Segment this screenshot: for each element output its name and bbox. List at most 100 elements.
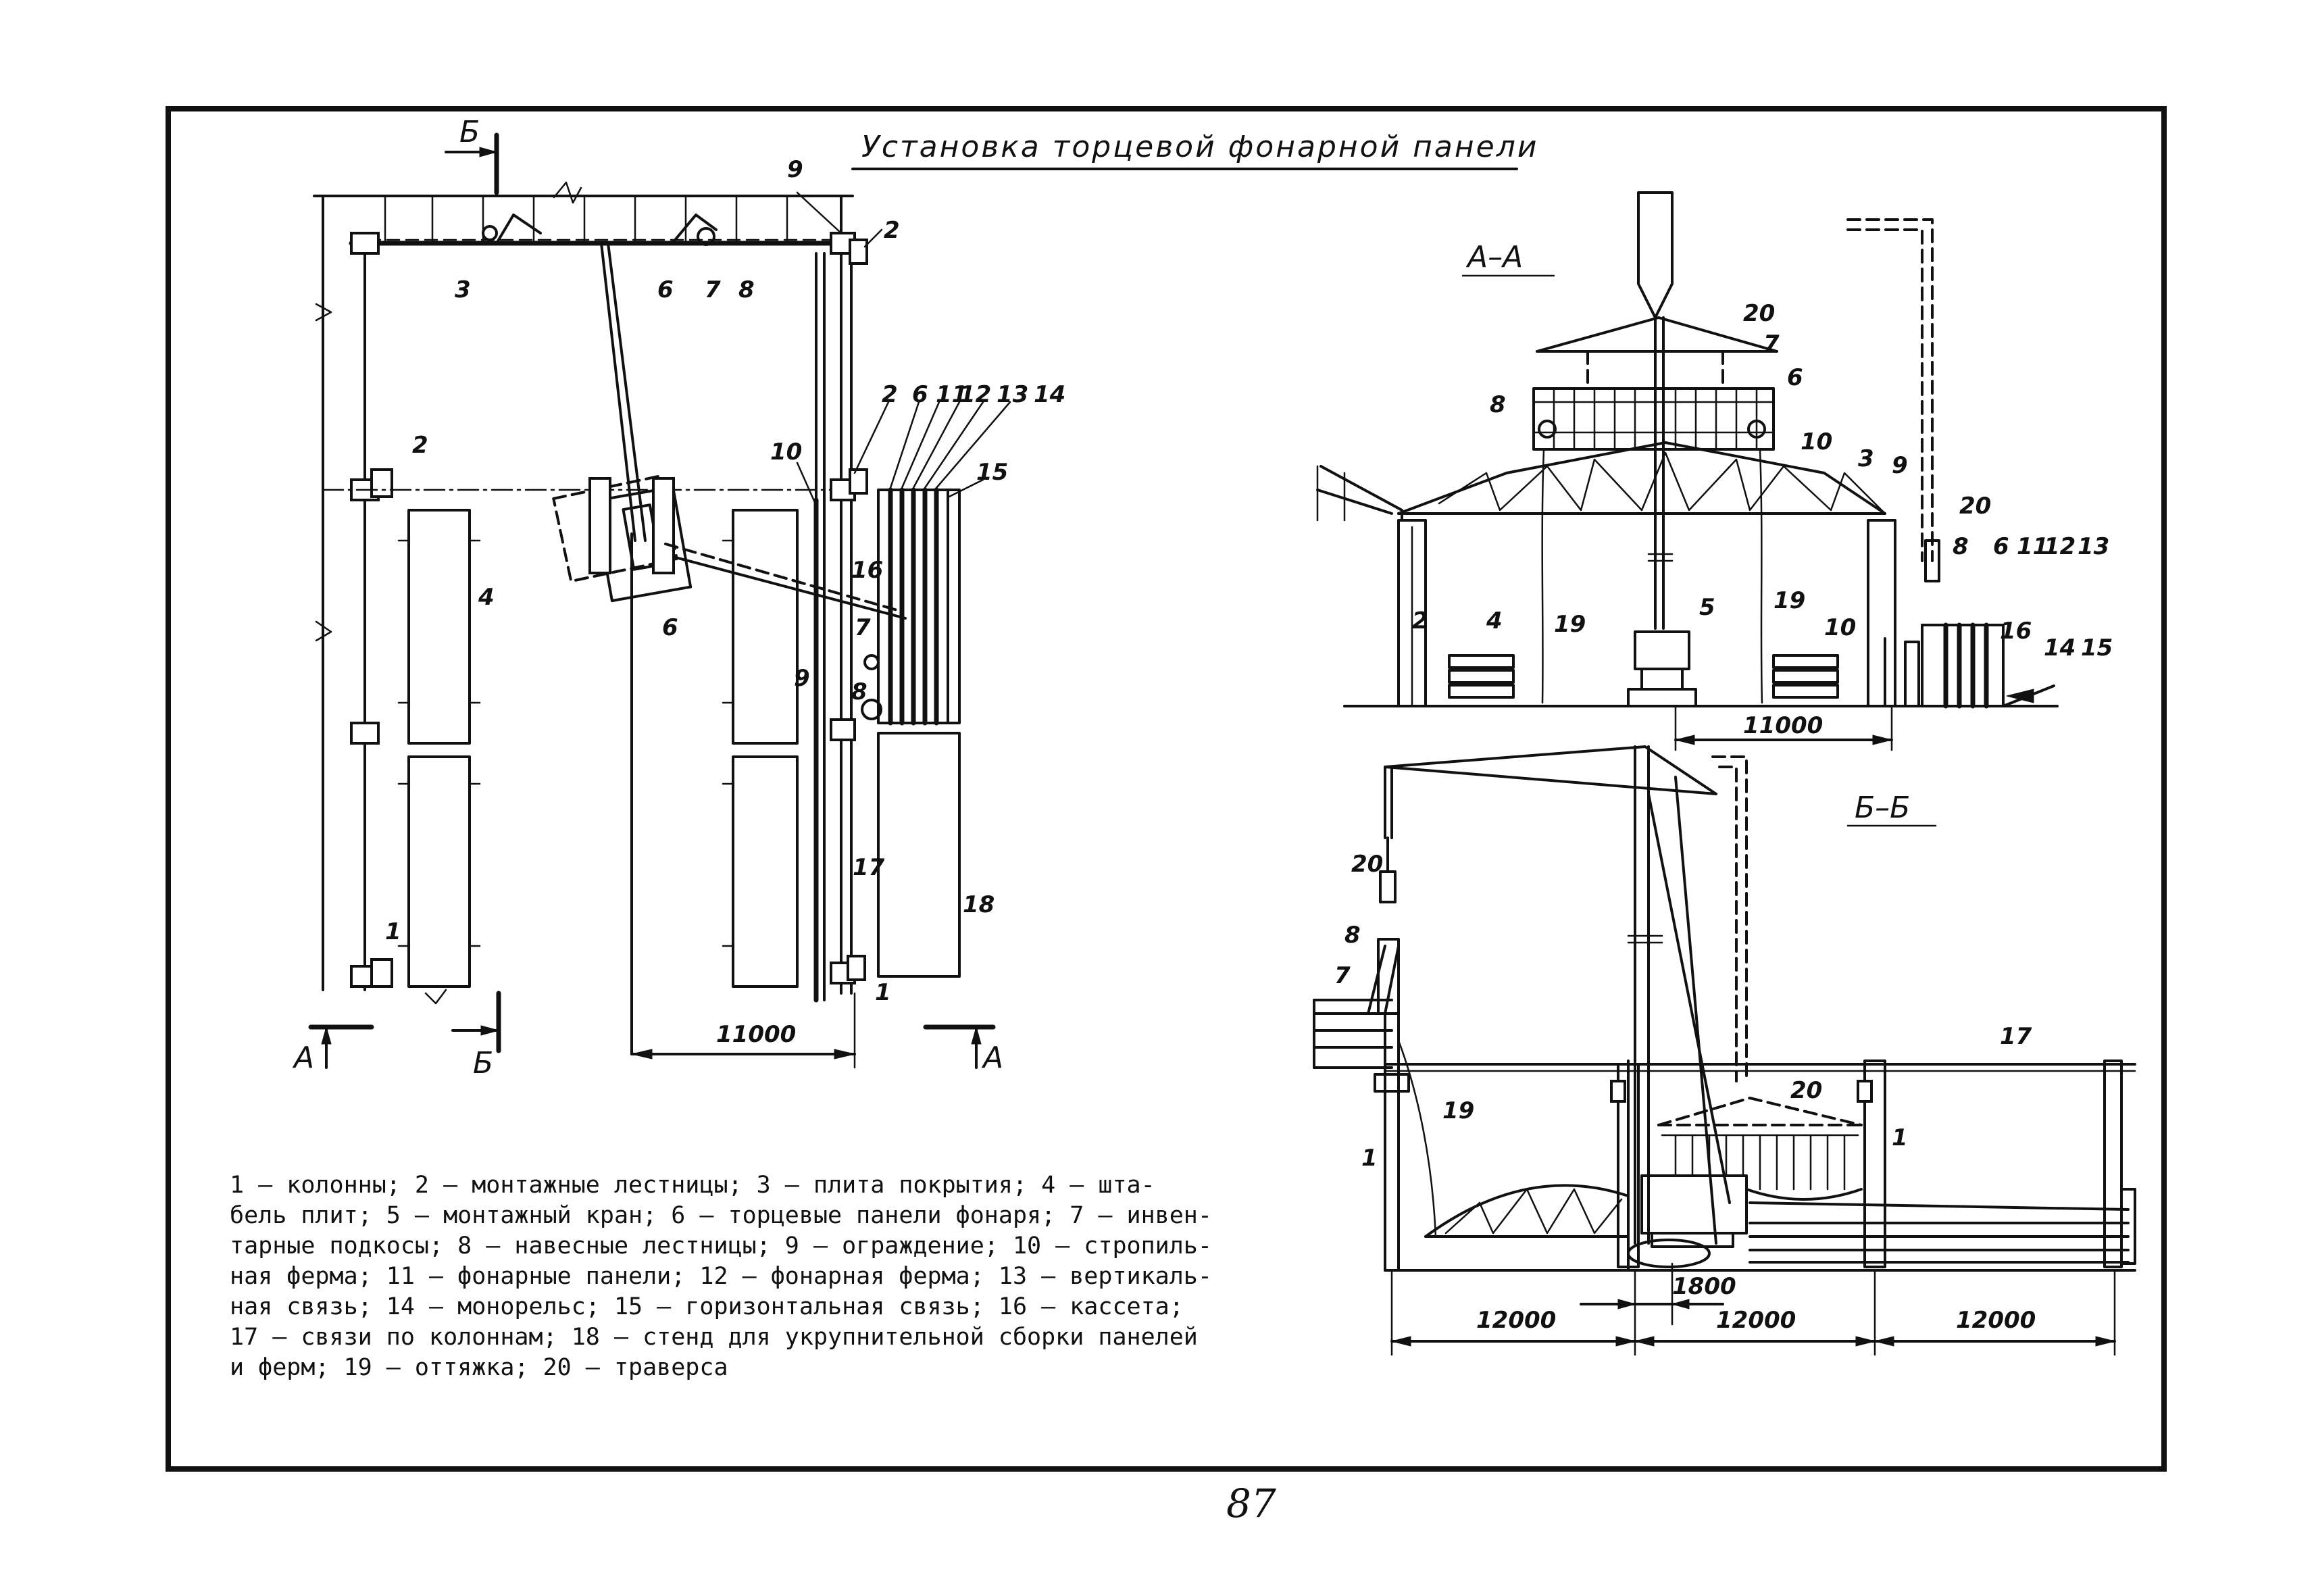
aa-label-8-right: 8 xyxy=(1953,533,1969,560)
plan-label-6-top: 6 xyxy=(657,276,674,303)
plan-label-10: 10 xyxy=(770,439,802,466)
legend-line-1: 1 – колонны; 2 – монтажные лестницы; 3 –… xyxy=(230,1172,1155,1199)
plan-label-14: 14 xyxy=(1034,381,1065,408)
plan-label-15: 15 xyxy=(976,459,1008,486)
section-mark-a-left: А xyxy=(292,1041,314,1075)
plan-label-4: 4 xyxy=(478,584,495,611)
aa-label-15: 15 xyxy=(2081,634,2113,662)
legend-line-2: бель плит; 5 – монтажный кран; 6 – торце… xyxy=(230,1202,1212,1229)
section-bb: Б–Б xyxy=(1313,745,2136,1356)
slab-stack-right-lower xyxy=(732,755,799,988)
left-columns xyxy=(350,232,393,988)
cassette-16 xyxy=(861,487,961,726)
legend-line-6: 17 – связи по колоннам; 18 – стенд для у… xyxy=(230,1324,1198,1351)
plan-ladder-hook xyxy=(697,227,715,246)
aa-label-4: 4 xyxy=(1486,607,1503,634)
aa-rafter-truss-10 xyxy=(1397,441,1886,515)
legend-line-4: ная ферма; 11 – фонарные панели; 12 – фо… xyxy=(230,1263,1212,1290)
plan-label-13: 13 xyxy=(997,381,1028,408)
bb-truss-20-dashed xyxy=(1657,1097,1863,1201)
aa-label-6: 6 xyxy=(1787,364,1803,391)
aa-lantern xyxy=(1532,316,1778,451)
bb-dimension-1: 12000 xyxy=(1476,1307,1556,1334)
aa-label-19-right: 19 xyxy=(1774,587,1805,614)
aa-label-20: 20 xyxy=(1743,300,1775,327)
plan-label-6-panel: 6 xyxy=(662,614,678,641)
aa-guy-rope-left xyxy=(1541,448,1545,704)
aa-slab-stacks xyxy=(1448,654,1839,699)
aa-label-12: 12 xyxy=(2044,533,2076,560)
plan-label-6-right: 6 xyxy=(912,381,928,408)
section-mark-a-right: А xyxy=(981,1041,1003,1075)
aa-label-16: 16 xyxy=(2000,618,2032,645)
bb-label-17: 17 xyxy=(2000,1023,2032,1050)
bb-guy-rope-19 xyxy=(1397,1039,1437,1238)
plan-label-8-right: 8 xyxy=(851,678,867,705)
plan-label-16: 16 xyxy=(851,557,883,584)
section-aa: А–А xyxy=(1316,191,2113,751)
panel-path-dash-2 xyxy=(674,556,907,620)
bb-label-8: 8 xyxy=(1344,922,1361,949)
end-panel-6 xyxy=(552,474,693,603)
assembly-stand-18 xyxy=(877,732,961,978)
aa-label-2: 2 xyxy=(1412,607,1428,634)
aa-dimension-11000: 11000 xyxy=(1743,712,1823,739)
panel-path-dash-1 xyxy=(664,543,903,613)
aa-label-10-right: 10 xyxy=(1824,614,1856,641)
aa-label-8: 8 xyxy=(1490,391,1506,418)
plan-label-2-right: 2 xyxy=(882,381,898,408)
bb-label-7: 7 xyxy=(1334,962,1351,989)
plan-label-12: 12 xyxy=(959,381,991,408)
plan-dimension-11000: 11000 xyxy=(716,1021,796,1048)
bb-label-1-right: 1 xyxy=(1892,1124,1908,1151)
bb-ladder-left xyxy=(1313,938,1400,1069)
bb-dimension-2: 12000 xyxy=(1716,1307,1796,1334)
break-mark-top xyxy=(553,181,582,204)
aa-crane-5 xyxy=(1627,191,1697,707)
aa-column-right xyxy=(1867,519,1896,707)
plan-brace-b xyxy=(671,214,718,245)
aa-guy-rope-right xyxy=(1759,448,1763,704)
aa-label-10: 10 xyxy=(1801,428,1832,455)
legend-line-7: и ферм; 19 – оттяжка; 20 – траверса xyxy=(230,1354,728,1381)
bb-rafter-truss-ground xyxy=(1424,1184,1630,1238)
slab-stack-4-upper xyxy=(407,509,471,745)
slab-cells xyxy=(384,195,788,245)
bb-column-far xyxy=(2103,1059,2123,1268)
bb-crane xyxy=(1384,745,1748,1268)
aa-label-19-left: 19 xyxy=(1554,611,1586,638)
bb-label-20: 20 xyxy=(1351,851,1383,878)
plan-label-17: 17 xyxy=(853,854,885,881)
plan-label-9: 9 xyxy=(787,156,803,183)
plan-label-2-top: 2 xyxy=(884,217,900,244)
slab-stack-right-upper xyxy=(732,509,799,745)
aa-label-3: 3 xyxy=(1858,445,1874,472)
drawing-title: Установка торцевой фонарной панели xyxy=(861,130,1538,164)
plan-label-9-right: 9 xyxy=(794,665,810,692)
aa-label-14: 14 xyxy=(2044,634,2076,662)
bb-dimension-1800: 1800 xyxy=(1672,1273,1736,1300)
crane-boom-line xyxy=(600,242,636,542)
aa-label-9: 9 xyxy=(1892,452,1908,479)
aa-label-5: 5 xyxy=(1699,594,1715,621)
legend: 1 – колонны; 2 – монтажные лестницы; 3 –… xyxy=(230,1172,1212,1381)
section-mark-b-bottom: Б xyxy=(473,1046,493,1080)
bb-column-1-right xyxy=(1863,1059,1886,1268)
plan-label-2-left: 2 xyxy=(412,432,428,459)
legend-line-5: ная связь; 14 – монорельс; 15 – горизонт… xyxy=(230,1293,1184,1320)
aa-label-6-right: 6 xyxy=(1993,533,2009,560)
legend-line-3: тарные подкосы; 8 – навесные лестницы; 9… xyxy=(230,1232,1212,1260)
plan-label-11: 11 xyxy=(936,381,967,408)
section-bb-mark: Б–Б xyxy=(1855,791,1910,825)
plan-label-18: 18 xyxy=(963,891,995,918)
bb-ground-stacks xyxy=(1749,1188,2136,1265)
plan-view: 11000 А А Б Б 9 2 3 xyxy=(292,115,1065,1080)
plan-label-7-right: 7 xyxy=(855,614,871,641)
bb-label-19: 19 xyxy=(1442,1097,1474,1124)
aa-label-13: 13 xyxy=(2078,533,2109,560)
sheet-frame xyxy=(166,106,2167,1472)
aa-monorail-dash xyxy=(1846,218,1934,562)
plan-label-7-top: 7 xyxy=(705,276,721,303)
